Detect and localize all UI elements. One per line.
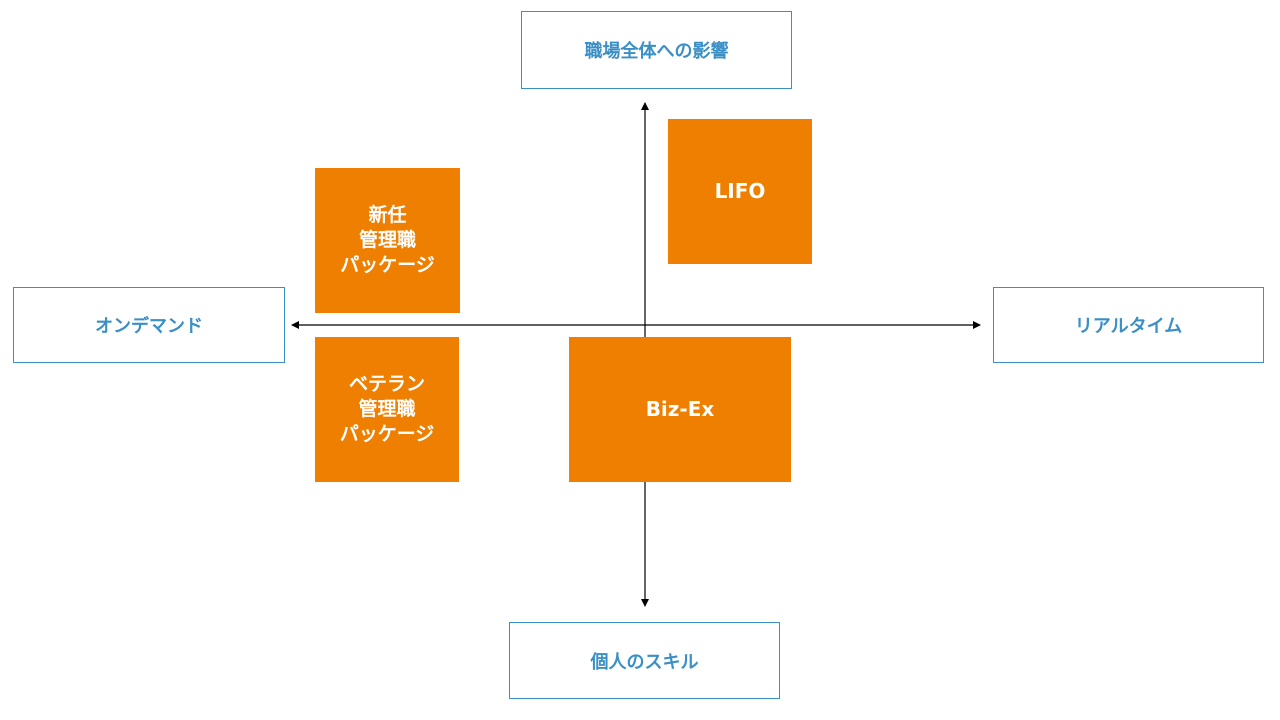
product-label-lifo: LIFO [714, 179, 766, 203]
axis-label-bottom-text: 個人のスキル [590, 651, 699, 673]
axis-label-left: オンデマンド [13, 287, 285, 363]
product-box-veteran-manager-package: ベテラン 管理職 パッケージ [315, 337, 459, 482]
axis-label-right: リアルタイム [993, 287, 1264, 363]
axis-label-right-text: リアルタイム [1074, 316, 1183, 337]
product-box-new-manager-package: 新任 管理職 パッケージ [315, 168, 460, 313]
product-label-veteran-manager-package: ベテラン 管理職 パッケージ [339, 373, 435, 445]
axis-label-left-text: オンデマンド [95, 316, 203, 337]
axis-label-top: 職場全体への影響 [521, 11, 792, 89]
product-box-biz-ex: Biz-Ex [569, 337, 791, 482]
axis-label-bottom: 個人のスキル [509, 622, 780, 699]
product-box-lifo: LIFO [668, 119, 812, 264]
product-label-biz-ex: Biz-Ex [645, 397, 715, 421]
product-label-new-manager-package: 新任 管理職 パッケージ [340, 204, 435, 276]
axis-label-top-text: 職場全体への影響 [584, 41, 729, 62]
